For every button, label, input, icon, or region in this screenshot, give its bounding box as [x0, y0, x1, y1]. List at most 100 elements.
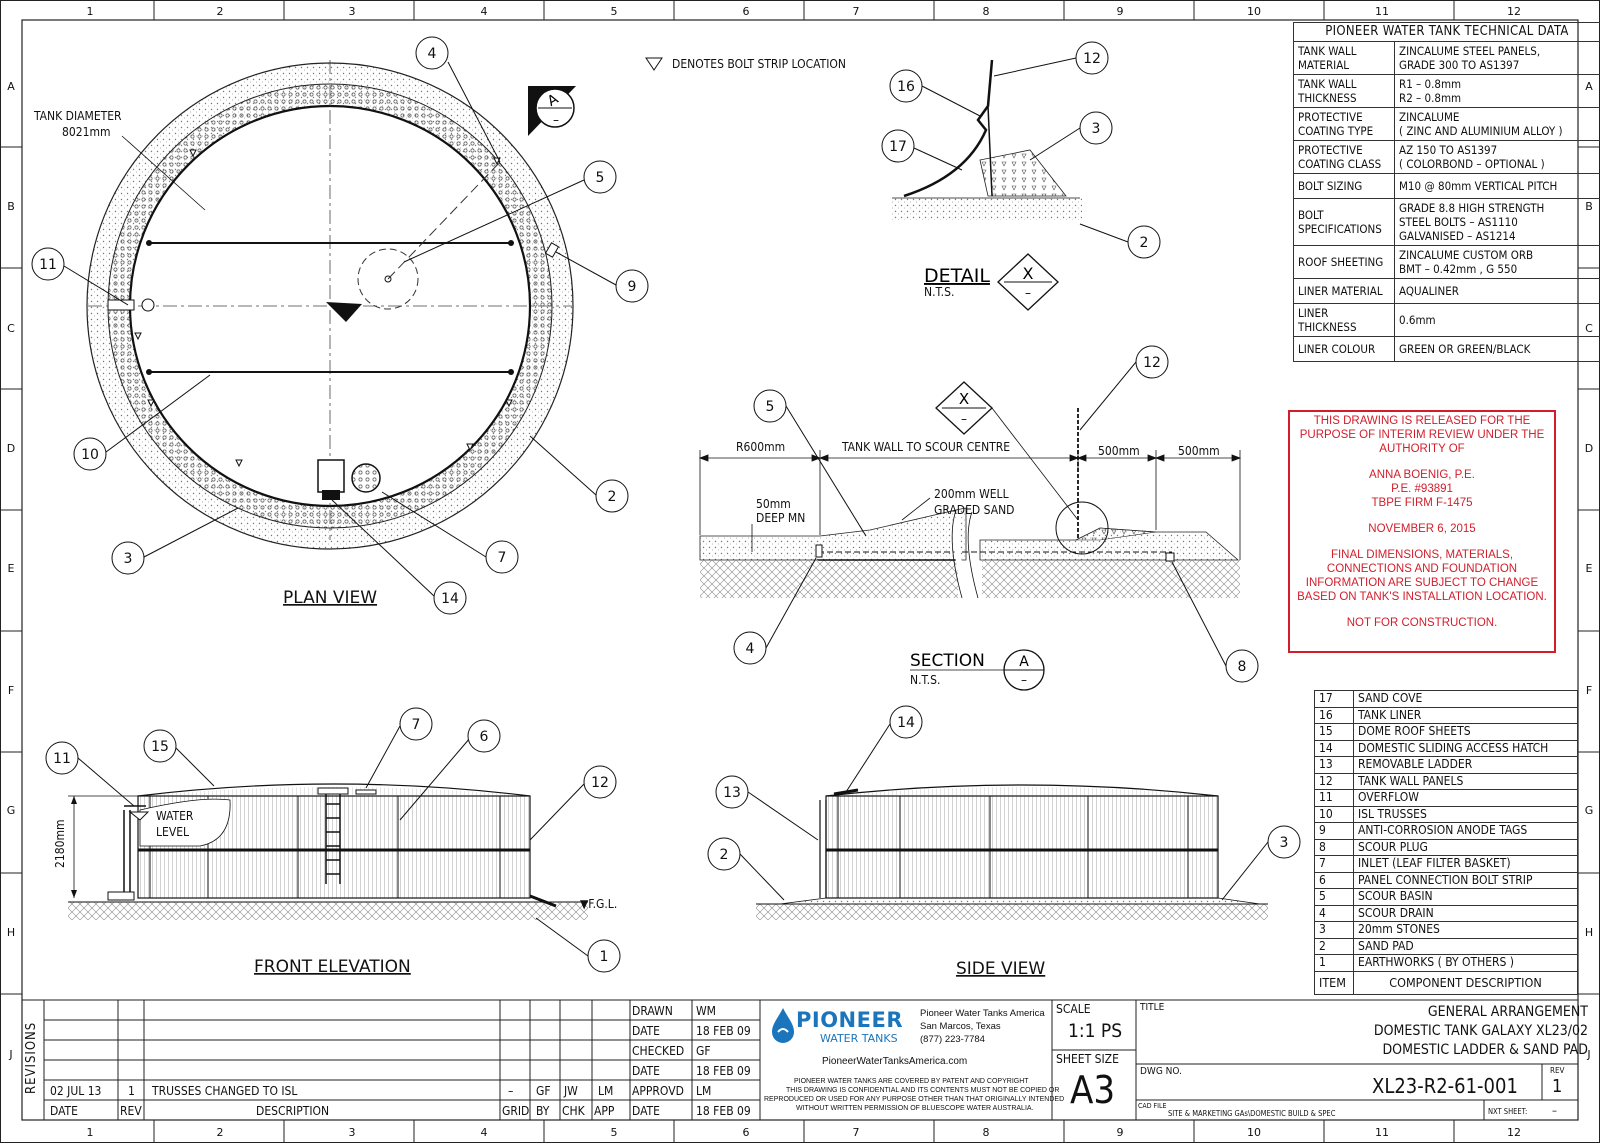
component-description: SCOUR PLUG [1353, 838, 1578, 856]
svg-text:X: X [1023, 264, 1034, 283]
detail-x: DETAIL N.T.S. X – [892, 59, 1082, 311]
date3-label: DATE [632, 1104, 660, 1118]
svg-text:17: 17 [889, 139, 907, 155]
svg-text:50mm: 50mm [756, 497, 791, 511]
svg-text:A: A [1019, 654, 1029, 670]
svg-text:E: E [8, 562, 15, 575]
drawn-value: WM [696, 1004, 716, 1018]
front-balloon-labels: 7 6 15 11 12 1 [53, 717, 609, 965]
copyright-3: REPRODUCED OR USED FOR ANY PURPOSE OTHER… [764, 1096, 1065, 1103]
component-number: 9 [1314, 822, 1354, 840]
dwg-no-value: XL23-R2-61-001 [1372, 1074, 1518, 1098]
interim-review-notice: THIS DRAWING IS RELEASED FOR THE PURPOSE… [1288, 410, 1556, 653]
svg-text:GRADED SAND: GRADED SAND [934, 503, 1015, 517]
component-number: 16 [1314, 706, 1354, 724]
svg-text:F: F [8, 684, 14, 697]
section-a: R600mm TANK WALL TO SCOUR CENTRE 500mm 5… [698, 381, 1242, 691]
date1-label: DATE [632, 1024, 660, 1038]
logo-wordmark: PIONEER [796, 1008, 903, 1032]
svg-text:2: 2 [217, 5, 224, 18]
sheet-size-value: A3 [1070, 1068, 1116, 1112]
svg-text:12: 12 [1143, 355, 1161, 371]
company-name: Pioneer Water Tanks America [920, 1008, 1045, 1019]
detail-balloon-labels: 16 12 3 17 2 [889, 51, 1148, 251]
component-description: SAND COVE [1353, 690, 1578, 708]
rev-grid: – [508, 1084, 514, 1098]
svg-text:7: 7 [498, 550, 507, 566]
title-block: REVISIONS 02 JUL 13 1 TRUSSES CHANGED TO… [22, 1000, 1600, 1120]
svg-text:14: 14 [441, 591, 459, 607]
svg-text:N.T.S.: N.T.S. [924, 285, 954, 299]
component-description: DOMESTIC SLIDING ACCESS HATCH [1353, 739, 1578, 757]
svg-text:5: 5 [611, 1126, 618, 1139]
head-chk: CHK [562, 1104, 585, 1118]
head-date: DATE [50, 1104, 78, 1118]
copyright-4: WITHOUT WRITTEN PERMISSION OF BLUESCOPE … [796, 1105, 1034, 1112]
item-header: ITEM [1314, 970, 1354, 995]
svg-text:7: 7 [412, 717, 421, 733]
sheet-size-label: SHEET SIZE [1056, 1052, 1119, 1066]
svg-text:C: C [7, 322, 15, 335]
component-number: 8 [1314, 838, 1354, 856]
svg-text:1: 1 [87, 1126, 94, 1139]
copyright-1: PIONEER WATER TANKS ARE COVERED BY PATEN… [794, 1078, 1029, 1085]
bolt-strip-legend: DENOTES BOLT STRIP LOCATION [645, 57, 846, 71]
svg-text:2: 2 [720, 847, 729, 863]
svg-text:11: 11 [1375, 5, 1389, 18]
component-description: INLET (LEAF FILTER BASKET) [1353, 855, 1578, 873]
svg-text:3: 3 [349, 1126, 356, 1139]
svg-text:11: 11 [53, 751, 71, 767]
svg-text:N.T.S.: N.T.S. [910, 673, 940, 687]
component-number: 6 [1314, 871, 1354, 889]
drawing-title-1: GENERAL ARRANGEMENT [1427, 1004, 1588, 1020]
head-by: BY [536, 1104, 550, 1118]
component-number: 15 [1314, 723, 1354, 741]
company-website: PioneerWaterTanksAmerica.com [822, 1056, 968, 1067]
plan-view: A – TANK DIAMETER 8021mm PLAN VIEW [33, 60, 576, 608]
svg-text:3: 3 [1092, 121, 1101, 137]
component-number: 17 [1314, 690, 1354, 708]
scale-label: SCALE [1056, 1002, 1091, 1016]
company-phone: (877) 223-7784 [920, 1034, 985, 1045]
svg-text:8: 8 [983, 5, 990, 18]
svg-text:G: G [7, 804, 16, 817]
svg-text:H: H [7, 926, 15, 939]
svg-text:FRONT ELEVATION: FRONT ELEVATION [254, 957, 411, 977]
component-description: DOME ROOF SHEETS [1353, 723, 1578, 741]
svg-text:6: 6 [480, 729, 489, 745]
svg-text:B: B [7, 200, 15, 213]
svg-text:2: 2 [608, 489, 617, 505]
section-balloons [733, 345, 1259, 683]
svg-text:4: 4 [428, 46, 437, 62]
svg-text:11: 11 [39, 257, 57, 273]
svg-text:12: 12 [1507, 1126, 1521, 1139]
plan-balloon-labels: 4 5 9 11 10 2 3 7 14 [39, 46, 636, 607]
rev-date: 02 JUL 13 [50, 1084, 102, 1098]
svg-text:12: 12 [591, 775, 609, 791]
svg-text:6: 6 [743, 1126, 750, 1139]
svg-text:2: 2 [1140, 235, 1149, 251]
rev-chk: JW [564, 1084, 578, 1098]
side-view: SIDE VIEW [756, 784, 1268, 979]
revisions-label: REVISIONS [24, 1021, 39, 1094]
svg-text:LEVEL: LEVEL [156, 825, 189, 839]
svg-text:1: 1 [600, 949, 609, 965]
pioneer-logo-icon [772, 1008, 794, 1043]
front-balloons [45, 707, 621, 973]
svg-text:5: 5 [611, 5, 618, 18]
component-description: ISL TRUSSES [1353, 805, 1578, 823]
component-description: REMOVABLE LADDER [1353, 756, 1578, 774]
svg-text:3: 3 [1280, 835, 1289, 851]
